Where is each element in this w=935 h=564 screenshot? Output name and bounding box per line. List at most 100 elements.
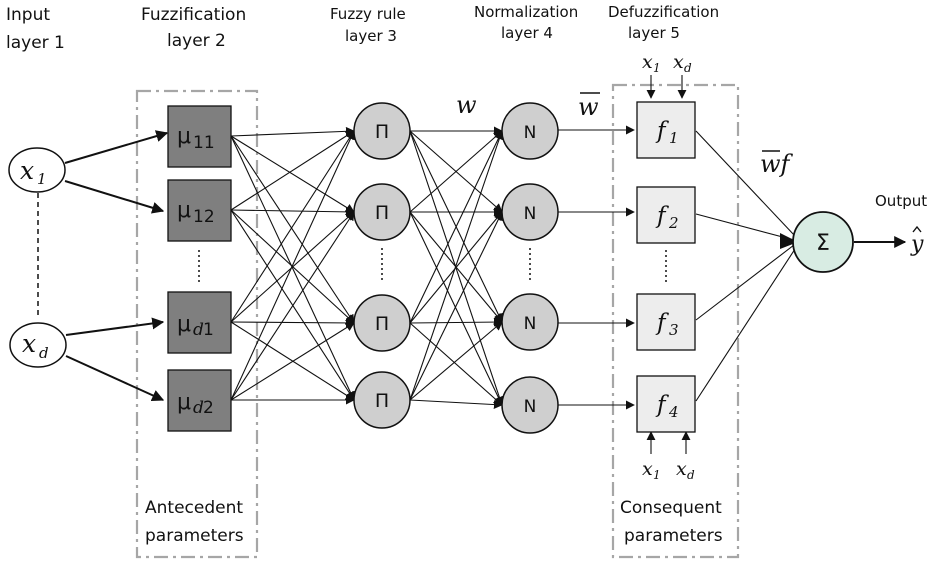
header-defuzzification-line2: layer 5 [628,24,680,42]
svg-text:d: d [39,344,49,362]
consequent-input-arrows [646,75,691,454]
norm-func-edges [558,125,635,410]
edge-rule-norm-3-4 [409,322,503,406]
svg-text:1: 1 [669,129,679,147]
edge-membership-rule-1-4 [230,135,355,401]
edge-membership-rule-4-2 [230,211,355,401]
svg-text:f: f [655,310,669,336]
svg-text:wf: wf [760,150,794,178]
svg-text:μ: μ [177,124,191,149]
edge-membership-rule-1-2 [230,135,355,213]
svg-text:1: 1 [37,170,47,188]
svg-text:Π: Π [375,390,389,412]
svg-text:1: 1 [653,468,661,482]
norm-node-3: N [501,293,559,351]
func-node-f4: f 4 [636,375,696,433]
consequent-input-label-bottom-x1: x 1 [642,458,661,482]
svg-text:N: N [524,204,537,224]
svg-text:f: f [655,118,669,144]
edge-membership-rule-3-2 [230,211,355,323]
svg-text:2: 2 [668,214,679,232]
input-edges [64,130,169,402]
norm-node-1: N [501,102,559,160]
svg-text:x: x [642,51,653,73]
func-node-f3: f 3 [636,293,696,351]
edge-rule-norm-2-1 [409,130,503,213]
antecedent-label-line2: parameters [145,526,244,546]
output-symbol: y [910,225,924,257]
svg-text:12: 12 [193,207,215,227]
sum-arrowhead [780,233,798,249]
svg-text:w: w [578,93,599,121]
svg-text:x: x [676,458,687,480]
svg-text:μ: μ [177,390,191,415]
header-normalization-line1: Normalization [474,3,578,21]
antecedent-box [135,89,259,559]
header-input-line1: Input [6,5,50,25]
svg-text:d: d [193,398,204,418]
consequent-input-label-bottom-xd: x d [676,458,695,482]
layer-headers: Input layer 1 Fuzzification layer 2 Fuzz… [6,3,927,210]
svg-text:d: d [687,468,695,482]
svg-text:Π: Π [375,313,389,335]
rule-node-1: Π [353,102,411,160]
svg-text:1: 1 [653,61,661,75]
func-node-f1: f 1 [636,101,696,159]
svg-text:Π: Π [375,121,389,143]
edge-rule-norm-3-3 [409,317,503,327]
edge-rule-norm-4-4 [409,399,503,410]
membership-node-d1: μ d 1 [167,291,232,354]
svg-text:4: 4 [668,403,679,421]
svg-text:μ: μ [177,198,191,223]
input-node-x1: x 1 [8,147,66,193]
consequent-input-label-top-x1: x 1 [642,51,661,75]
norm-node-4: N [501,376,559,434]
membership-node-11: μ 11 [167,105,232,168]
edge-membership-rule-3-1 [230,130,355,323]
antecedent-label-line1: Antecedent [145,498,243,518]
membership-node-12: μ 12 [167,179,232,242]
svg-text:N: N [524,123,537,143]
edge-rule-norm-4-1 [409,130,504,401]
header-input-line2: layer 1 [6,33,65,53]
header-normalization-line2: layer 4 [501,24,553,42]
edge-membership-rule-2-2 [230,207,355,217]
svg-text:N: N [524,314,537,334]
svg-text:Π: Π [375,202,389,224]
consequent-label-line1: Consequent [620,498,722,518]
svg-text:3: 3 [669,321,679,339]
edge-membership-rule-2-1 [230,130,355,211]
edge-rule-norm-2-4 [409,211,503,406]
svg-text:11: 11 [193,133,215,153]
edge-membership-rule-4-1 [230,130,355,401]
svg-text:μ: μ [177,312,191,337]
header-fuzzification-line1: Fuzzification [141,5,246,25]
edge-rule-norm-4-2 [409,211,503,401]
norm-node-2: N [501,183,559,241]
svg-text:f: f [655,392,669,418]
edge-membership-rule-1-3 [230,135,355,324]
rule-norm-edges [409,126,504,410]
svg-text:x: x [642,458,653,480]
edge-membership-rule-1-1 [230,126,355,137]
header-output: Output [875,192,927,210]
svg-text:Σ: Σ [816,231,830,256]
svg-text:f: f [655,203,669,229]
membership-rule-edges [230,126,355,405]
svg-text:1: 1 [203,320,214,340]
svg-text:d: d [684,61,692,75]
svg-text:y: y [910,232,924,257]
consequent-label-line2: parameters [624,526,723,546]
edge-membership-rule-3-3 [230,318,355,328]
func-sum-edges [695,130,796,402]
input-node-xd: x d [9,322,67,368]
svg-text:x: x [673,51,684,73]
rule-node-2: Π [353,183,411,241]
header-defuzzification-line1: Defuzzification [608,3,719,21]
svg-text:x: x [22,329,36,358]
edge-label-w: w [456,91,477,119]
edge-membership-rule-4-3 [230,322,355,401]
edge-label-wf: wf [760,150,794,178]
header-rule-line1: Fuzzy rule [330,5,406,23]
